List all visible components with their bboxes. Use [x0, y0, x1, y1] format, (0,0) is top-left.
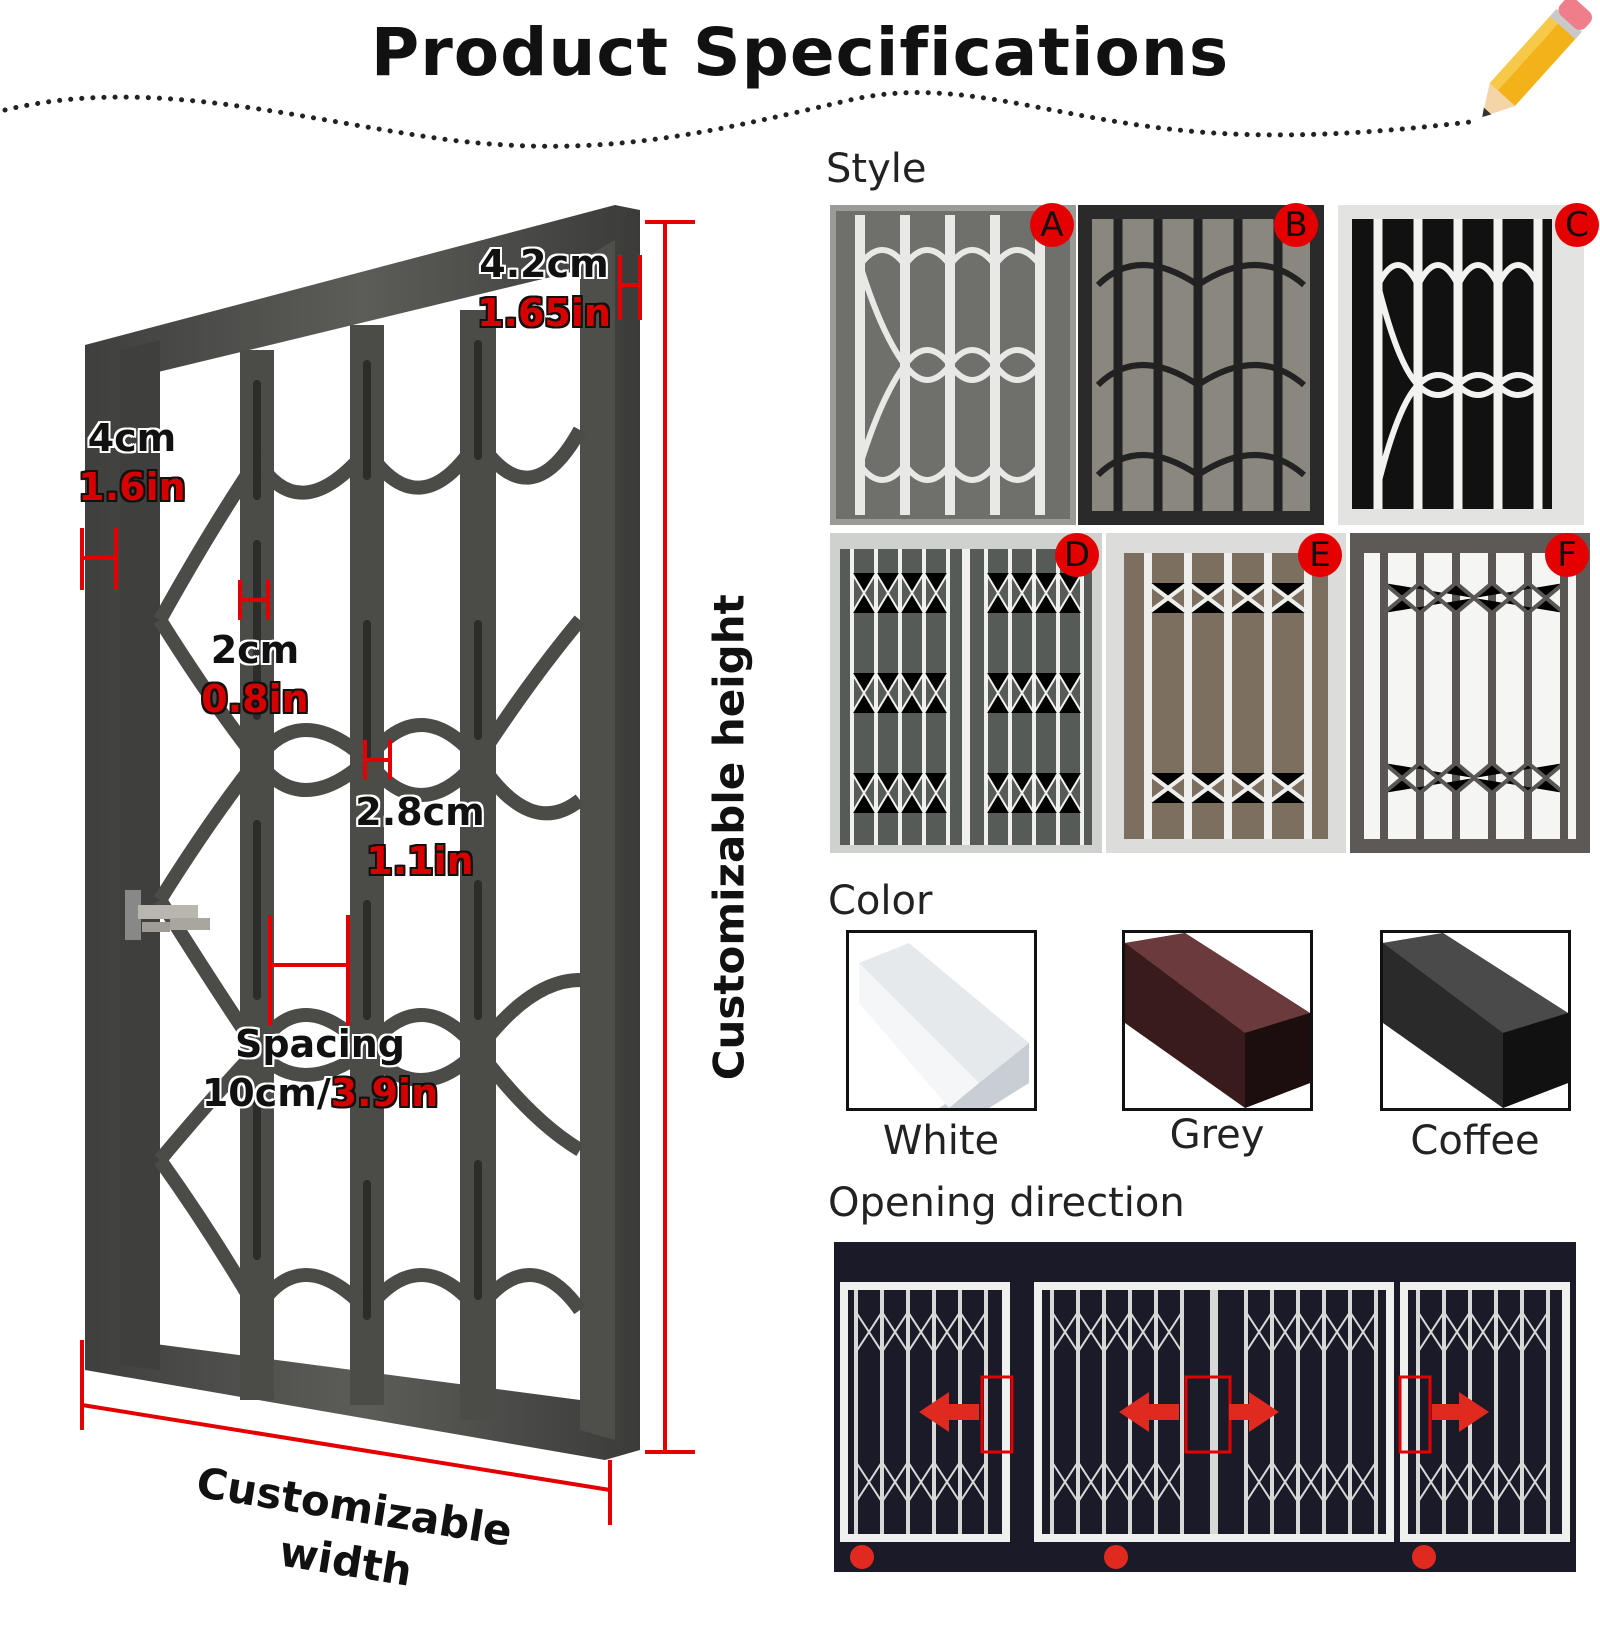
spacing-cm: 10cm/: [201, 1071, 331, 1116]
color-section-label: Color: [828, 878, 933, 924]
bar-width-label: 2cm 0.8in: [190, 626, 320, 725]
post-width-label: 2.8cm 1.1in: [340, 788, 500, 887]
color-swatch-white[interactable]: [846, 930, 1037, 1111]
spacing-text: Spacing: [234, 1022, 406, 1066]
gate-diagram: [80, 205, 695, 1525]
style-b-badge: B: [1274, 203, 1318, 247]
color-grey-label: Grey: [1169, 1112, 1265, 1158]
pencil-icon: [1482, 0, 1592, 117]
style-d-badge: D: [1055, 533, 1099, 577]
lock-icon: [850, 1545, 1436, 1569]
style-c-image[interactable]: [1338, 205, 1584, 525]
color-white-label: White: [882, 1118, 1000, 1164]
top-width-cm: 4.2cm: [479, 242, 609, 286]
spacing-in: 3.9in: [330, 1071, 439, 1116]
style-f-image[interactable]: [1350, 533, 1590, 853]
style-a-image[interactable]: [830, 205, 1076, 525]
top-width-in: 1.65in: [477, 291, 611, 336]
dotted-wave-divider: [2, 90, 1473, 149]
frame-width-cm: 4cm: [87, 416, 177, 460]
style-f-badge: F: [1545, 533, 1589, 577]
color-swatch-coffee[interactable]: [1380, 930, 1571, 1111]
arrow-icon: [919, 1392, 1489, 1432]
style-d-image[interactable]: [830, 533, 1102, 853]
page-title: Product Specifications: [370, 14, 1230, 91]
style-b-image[interactable]: [1078, 205, 1324, 525]
bar-width-in: 0.8in: [201, 677, 309, 722]
style-e-image[interactable]: [1106, 533, 1346, 853]
style-section-label: Style: [826, 146, 927, 192]
opening-section-label: Opening direction: [828, 1180, 1185, 1226]
frame-width-label: 4cm 1.6in: [72, 414, 192, 513]
top-width-label: 4.2cm 1.65in: [464, 240, 624, 339]
opening-direction-image: [834, 1242, 1576, 1572]
height-label: Customizable height: [704, 594, 754, 1081]
color-swatch-grey[interactable]: [1122, 930, 1313, 1111]
post-width-in: 1.1in: [366, 839, 474, 884]
frame-width-in: 1.6in: [78, 465, 186, 510]
bar-width-cm: 2cm: [210, 628, 300, 672]
style-e-badge: E: [1298, 533, 1342, 577]
post-width-cm: 2.8cm: [355, 790, 485, 834]
color-coffee-label: Coffee: [1410, 1118, 1540, 1164]
spacing-label: Spacing 10cm/3.9in: [190, 1020, 450, 1119]
style-a-badge: A: [1030, 203, 1074, 247]
style-c-badge: C: [1555, 203, 1599, 247]
